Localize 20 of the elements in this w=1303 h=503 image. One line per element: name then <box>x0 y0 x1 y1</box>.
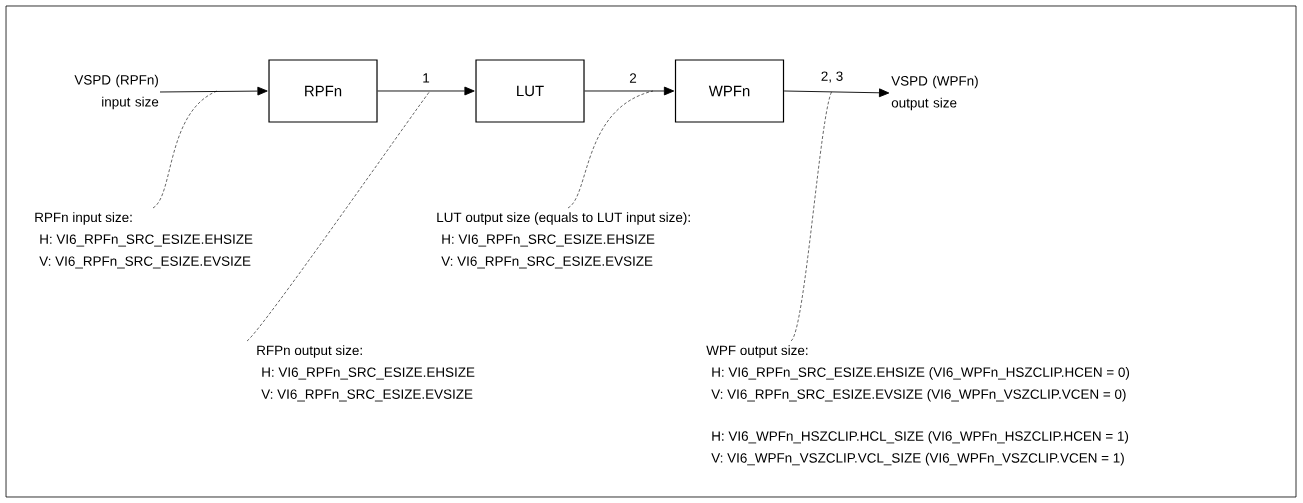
arrow <box>783 88 890 98</box>
register-note: WPF output size: H: VI6_RPFn_SRC_ESIZE.EHSIZE (VI6_WPFn_HSZCLIP.HCEN = 0) V: VI6_RPFn_SRC_ESIZE.EVSIZE (VI6_WPFn_VSZCLIP.VCEN = 0) H: VI6_WPFn_HSZCLIP.HCL_SIZE (VI6_WPFn_HSZCLIP.HCEN = 1) V: VI6_WPFn_VSZCLIP.VCL_SIZE (VI6_WPFn_VSZCLIP.VCEN = 1) <box>706 345 1130 466</box>
process-box: WPFn <box>674 59 785 123</box>
edge-label: 2 <box>628 72 638 84</box>
input-label: VSPD (RPFn) input size <box>74 74 159 110</box>
register-note: RFPn output size: H: VI6_RPFn_SRC_ESIZE.EHSIZE V: VI6_RPFn_SRC_ESIZE.EVSIZE <box>257 345 475 402</box>
arrow <box>377 86 475 96</box>
register-note: LUT output size (equals to LUT input size): H: VI6_RPFn_SRC_ESIZE.EHSIZE V: VI6_RPFn_SRC_ESIZE.EVSIZE <box>437 212 690 269</box>
arrow <box>584 86 675 96</box>
register-note: RPFn input size: H: VI6_RPFn_SRC_ESIZE.EHSIZE V: VI6_RPFn_SRC_ESIZE.EVSIZE <box>35 212 253 269</box>
arrow <box>159 86 268 96</box>
leader-line <box>152 90 218 209</box>
process-box: LUT <box>475 59 585 123</box>
edge-label: 2, 3 <box>819 70 845 84</box>
edge-label: 1 <box>421 72 431 84</box>
leader-line <box>790 90 833 342</box>
process-box: RPFn <box>268 59 378 123</box>
output-label: VSPD (WPFn) output size <box>891 75 978 111</box>
leader-line <box>246 90 431 342</box>
leader-line <box>567 90 654 209</box>
